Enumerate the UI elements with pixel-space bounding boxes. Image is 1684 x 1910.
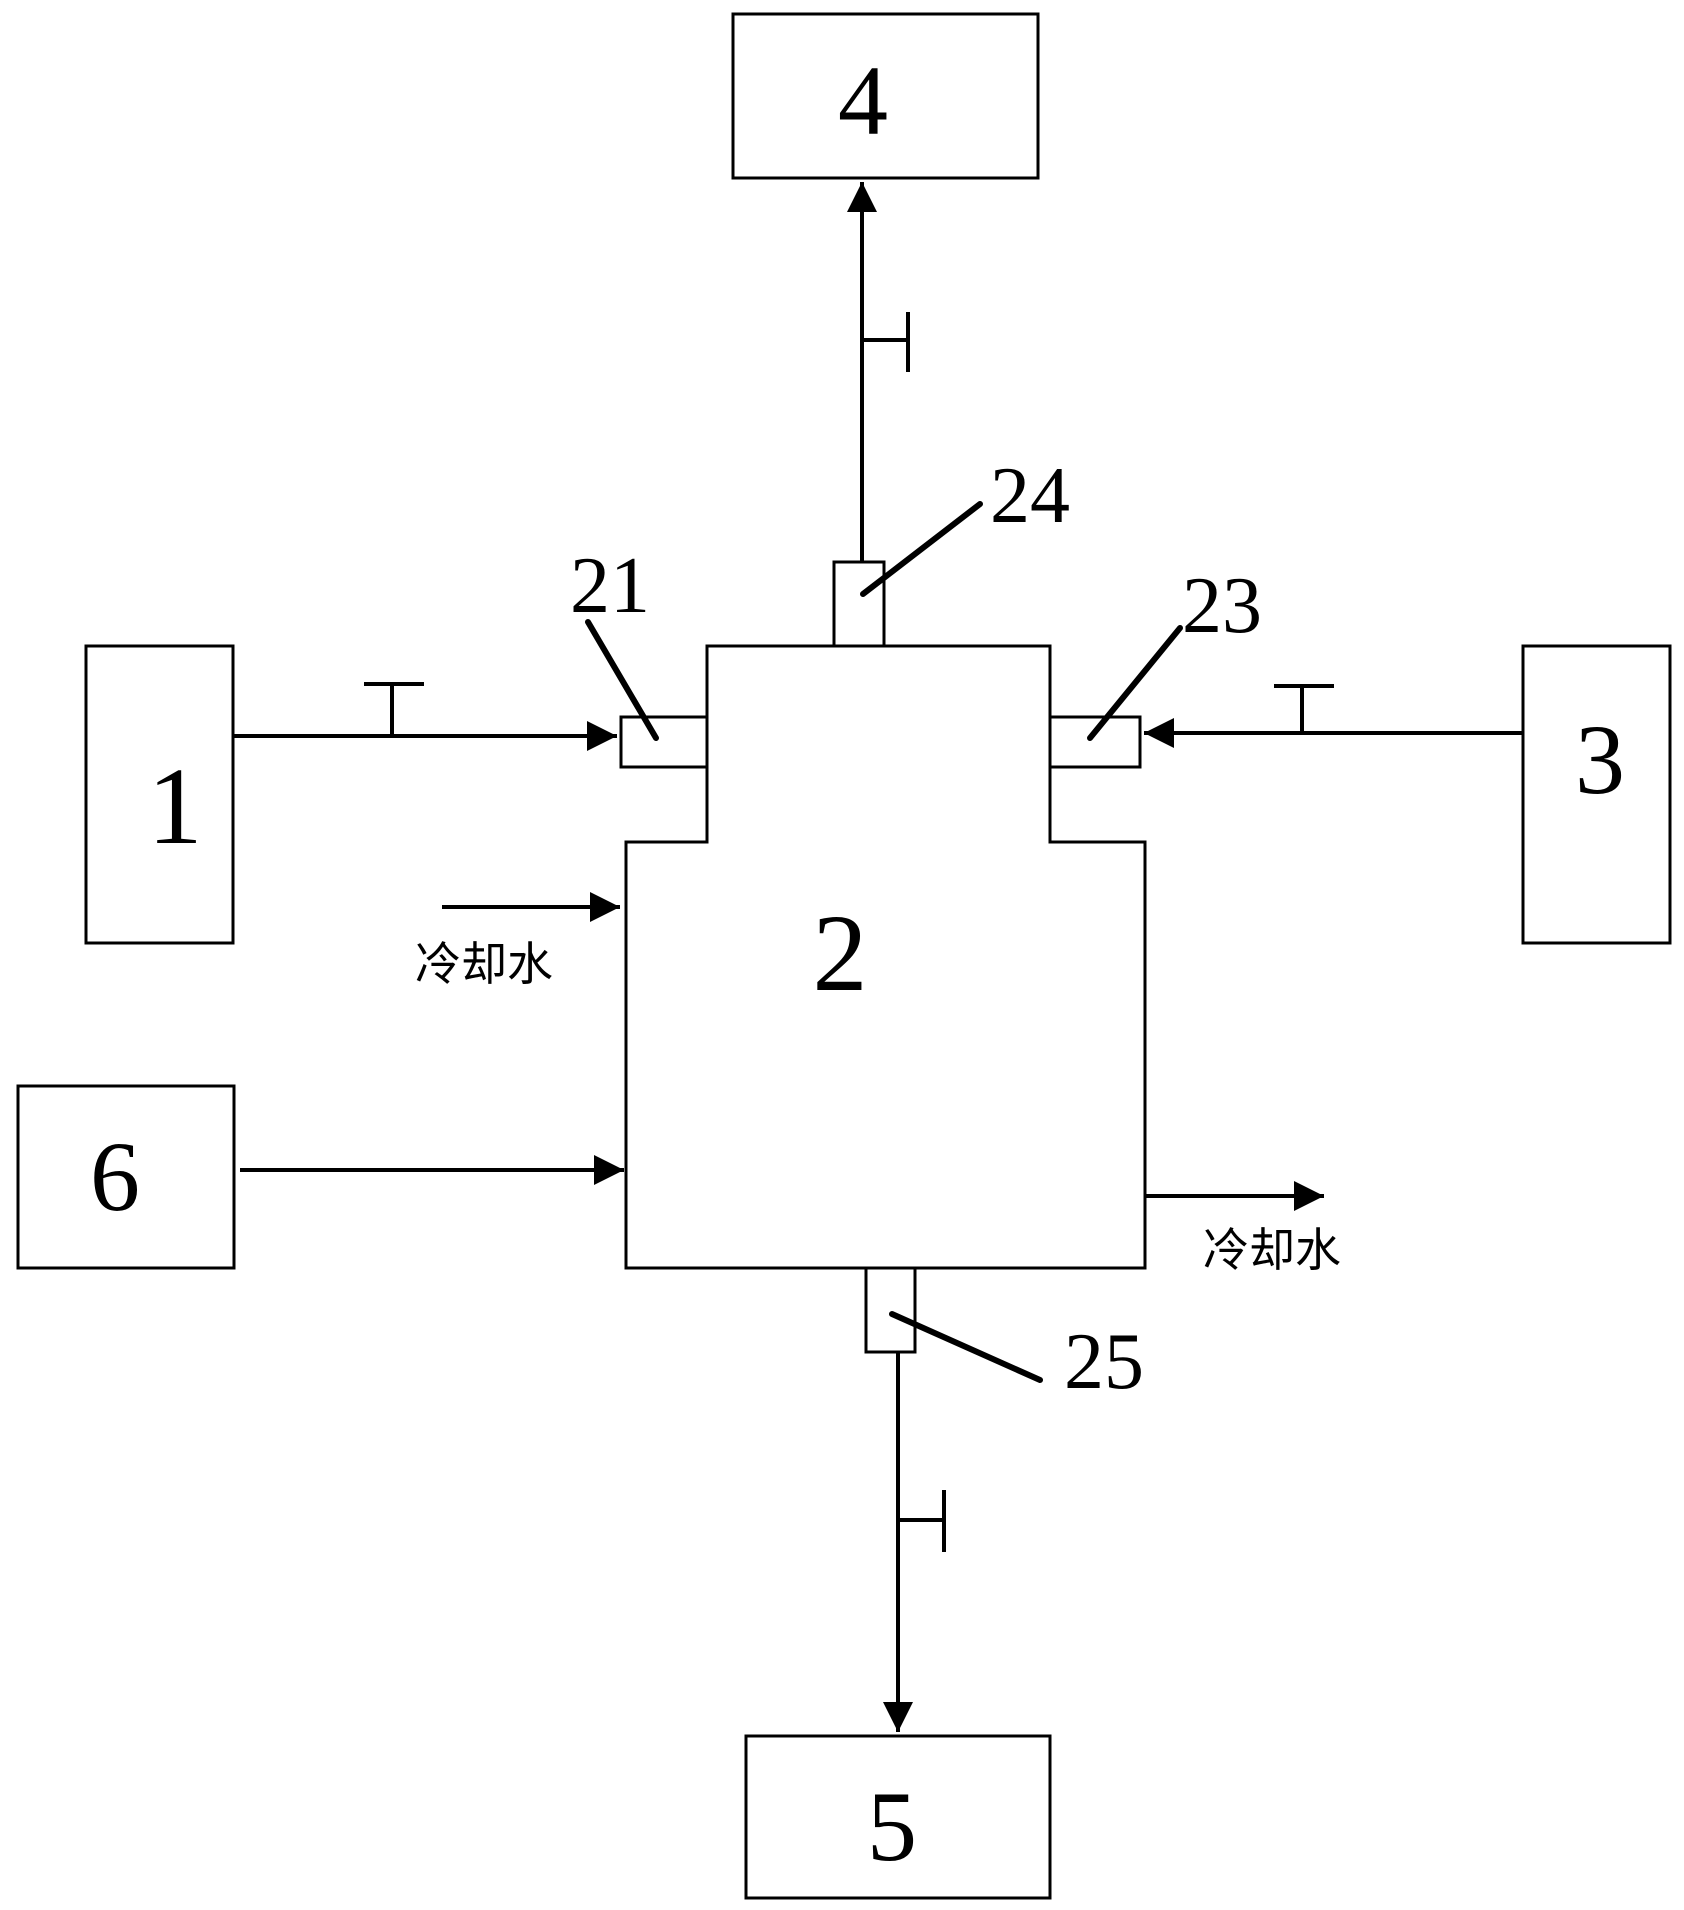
port-23 [1048,715,1142,769]
label-box-4: 4 [838,45,888,156]
label-box-5: 5 [867,1771,917,1882]
label-port-24: 24 [990,452,1070,540]
label-cooling-water-in: 冷却水 [415,937,553,991]
label-box-3: 3 [1575,704,1625,815]
leader-25 [889,1311,1043,1383]
vessel-2 [624,644,1147,1270]
label-vessel-2: 2 [813,892,868,1014]
label-box-1: 1 [148,745,203,867]
label-port-23: 23 [1182,562,1262,650]
label-port-21: 21 [570,542,650,630]
label-port-25: 25 [1064,1318,1144,1406]
box-4 [731,12,1040,180]
box-3 [1521,644,1672,945]
leader-23 [1087,625,1183,741]
box-5 [744,1734,1052,1900]
port-25 [864,1266,917,1354]
label-box-6: 6 [90,1121,140,1232]
port-21 [619,715,709,769]
leader-21 [585,619,659,741]
box-6 [16,1084,236,1270]
leader-24 [860,501,983,597]
port-24 [832,560,886,648]
box-1 [84,644,235,945]
label-cooling-water-out: 冷却水 [1203,1223,1341,1277]
